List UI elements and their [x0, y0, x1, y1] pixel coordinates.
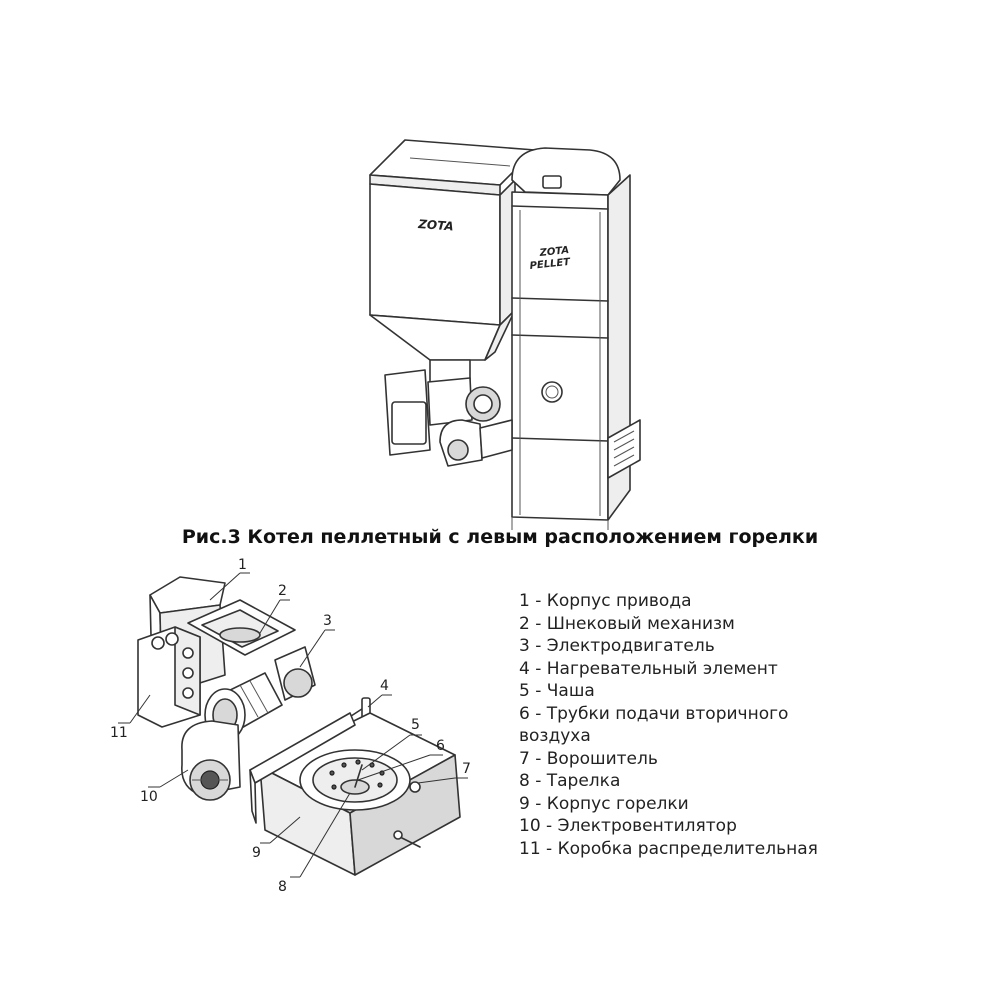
burner-drawing: 1 2 3 4 5 6 7 8 9 10 11 — [110, 557, 471, 895]
agitator — [409, 781, 421, 793]
side-heater-box — [607, 419, 641, 479]
boiler-top — [511, 147, 621, 196]
control-display — [542, 175, 562, 189]
legend-item-continuation: воздуха — [519, 726, 591, 746]
callout-8: 8 — [278, 879, 287, 895]
legend-item: 7 - Ворошитель — [519, 748, 658, 769]
legend-item: 5 - Чаша — [519, 681, 595, 701]
burner-pipe — [479, 419, 513, 459]
callout-10: 10 — [140, 789, 158, 805]
callout-5: 5 — [411, 717, 420, 733]
legend-item: 11 - Коробка распределительная — [519, 838, 818, 859]
callout-3: 3 — [323, 613, 332, 629]
burner-body-side — [349, 754, 461, 876]
hopper-body — [369, 183, 501, 326]
door-brand-line2: PELLET — [529, 257, 572, 272]
inspection-port — [541, 381, 563, 403]
callout-6: 6 — [436, 738, 445, 754]
callout-11: 11 — [110, 725, 128, 741]
callout-9: 9 — [252, 845, 261, 861]
hopper-funnel-side — [484, 309, 516, 361]
callout-1: 1 — [238, 557, 247, 573]
secondary-air-tube — [354, 764, 363, 788]
boiler-front — [511, 191, 609, 521]
auger-screw — [219, 627, 261, 643]
legend-item: 10 - Электровентилятор — [519, 816, 737, 836]
legend-item: 1 - Корпус привода — [519, 591, 692, 611]
callout-7: 7 — [462, 761, 471, 777]
legend-item: 6 - Трубки подачи вторичного — [519, 703, 789, 724]
parts-legend: 1 - Корпус привода 2 - Шнековый механизм… — [519, 590, 818, 860]
boiler-drawing: ZOTA ZOTA PELLET — [369, 139, 641, 530]
hopper-brand: ZOTA — [417, 217, 454, 234]
legend-item: 3 - Электродвигатель — [519, 636, 715, 656]
callout-4: 4 — [380, 678, 389, 694]
feeder-housing — [427, 377, 473, 426]
legend-item: 9 - Корпус горелки — [519, 793, 689, 814]
figure-caption: Рис.3 Котел пеллетный с левым расположен… — [181, 526, 819, 548]
legend-item: 8 - Тарелка — [519, 771, 621, 791]
callout-2: 2 — [278, 583, 287, 599]
legend-item: 2 - Шнековый механизм — [519, 613, 735, 634]
legend-item: 4 - Нагревательный элемент — [519, 658, 778, 679]
door-brand-line1: ZOTA — [538, 245, 570, 259]
junction-box — [391, 401, 427, 445]
